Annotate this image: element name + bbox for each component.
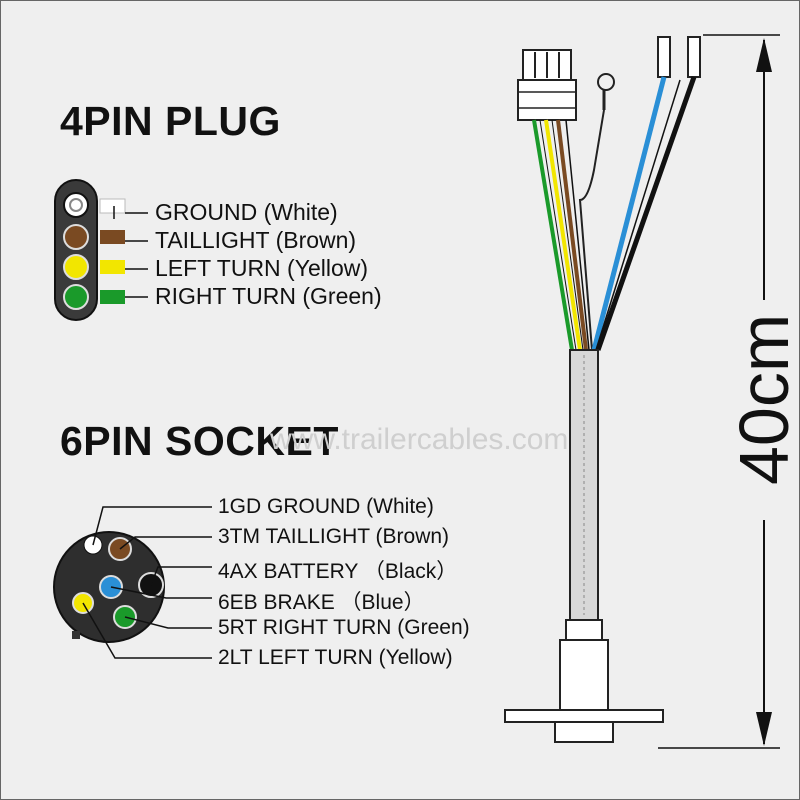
socket-connector-face bbox=[53, 531, 165, 643]
plug-label-right-turn: RIGHT TURN (Green) bbox=[155, 283, 382, 309]
plug-label-ground: GROUND (White) bbox=[155, 199, 338, 225]
watermark: www.trailercables.com bbox=[270, 423, 569, 456]
cable-assembly bbox=[504, 36, 701, 743]
plug-wire-swatches bbox=[99, 198, 126, 304]
plug-connector-face bbox=[54, 179, 98, 321]
socket-leader-lines bbox=[82, 506, 212, 659]
plug-label-taillight: TAILLIGHT (Brown) bbox=[155, 227, 357, 253]
socket-label-ground: 1GD GROUND (White) bbox=[218, 495, 434, 518]
socket-label-right-turn: 5RT RIGHT TURN (Green) bbox=[218, 616, 470, 639]
socket-title: 6PIN SOCKET bbox=[60, 418, 339, 464]
plug-title: 4PIN PLUG bbox=[60, 98, 281, 144]
plug-label-left-turn: LEFT TURN (Yellow) bbox=[155, 255, 369, 281]
socket-label-left-turn: 2LT LEFT TURN (Yellow) bbox=[218, 646, 453, 669]
plug-leader-lines bbox=[113, 206, 148, 298]
socket-label-battery: 4AX BATTERY （Black） bbox=[218, 560, 458, 583]
dimension-label: 40cm bbox=[725, 313, 800, 485]
socket-label-brake: 6EB BRAKE （Blue） bbox=[218, 591, 425, 614]
socket-label-taillight: 3TM TAILLIGHT (Brown) bbox=[218, 525, 450, 548]
dimension-line bbox=[658, 34, 780, 749]
